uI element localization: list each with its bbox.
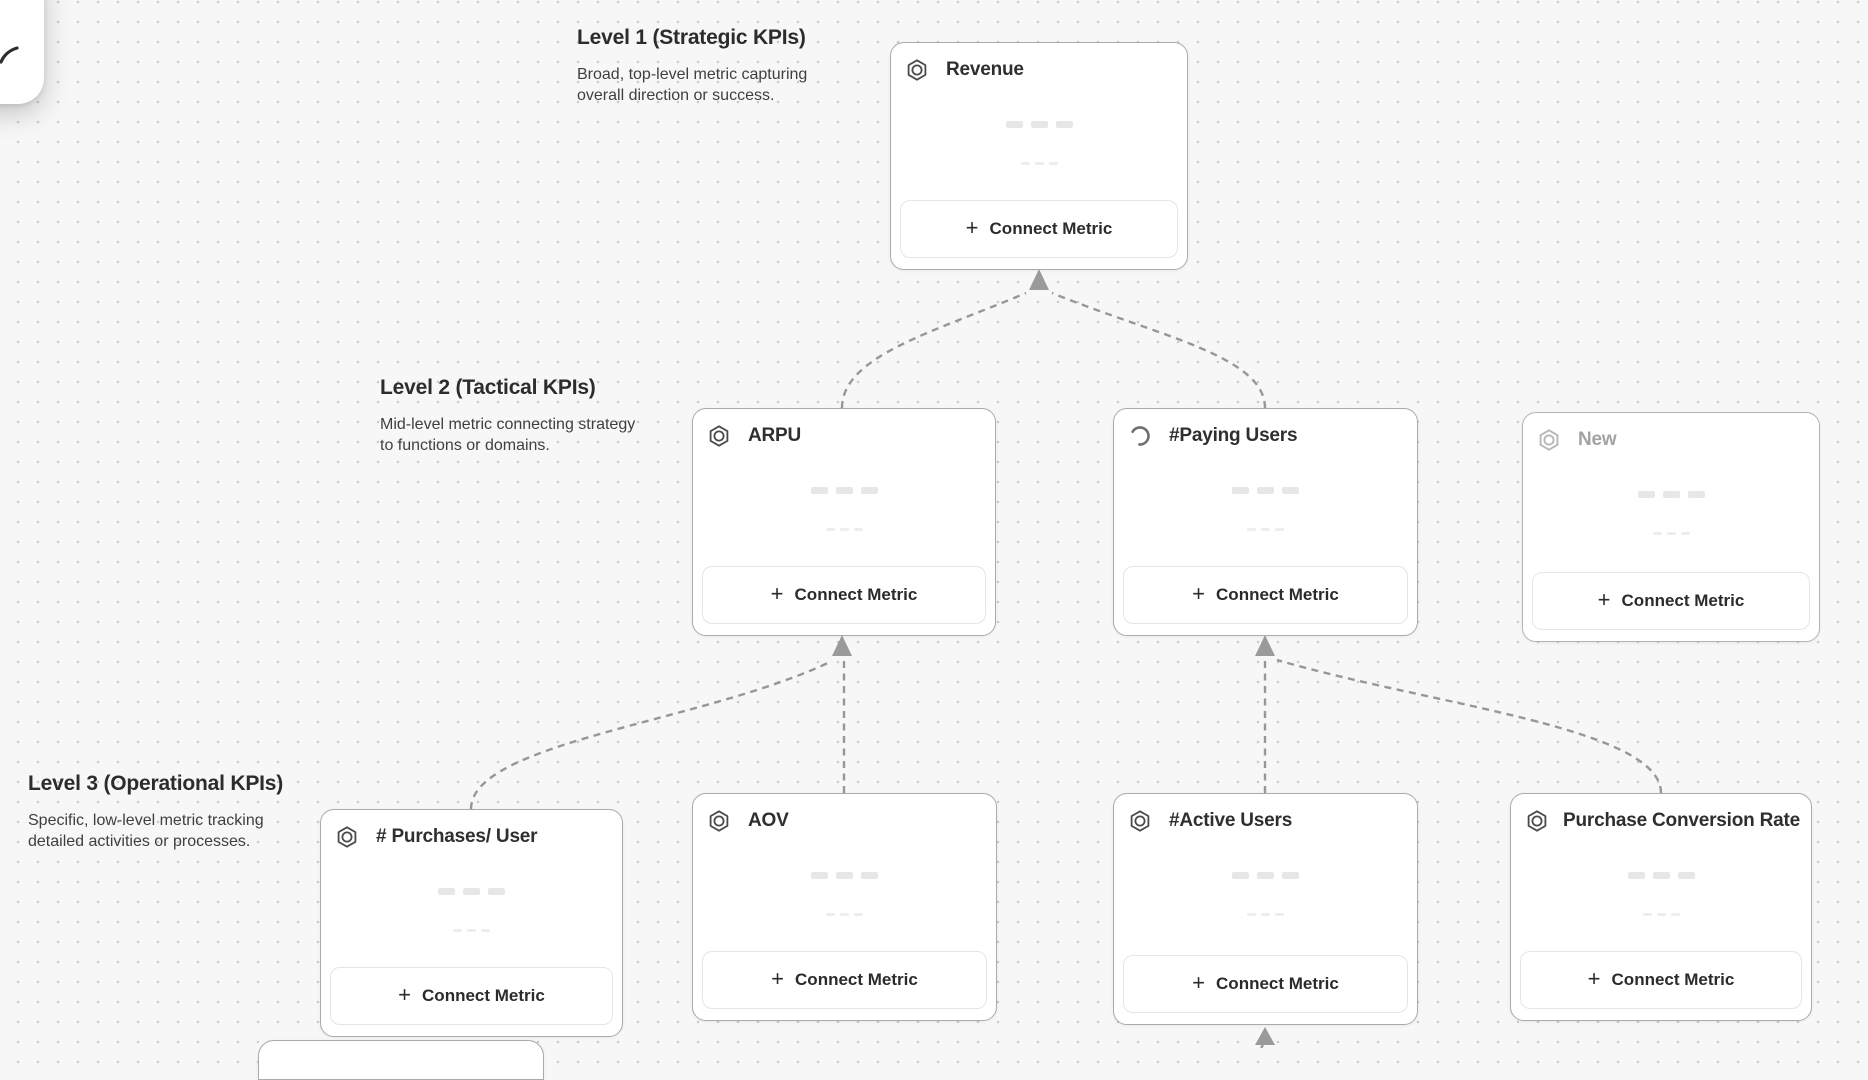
plus-icon: + [1192,970,1206,995]
metric-hexagon-icon [709,810,729,832]
level-1-description: Broad, top-level metric capturing overal… [577,66,808,104]
metric-card-revenue[interactable]: Revenue + Connect Metric [890,42,1188,270]
plus-icon: + [965,215,979,240]
metric-card-purchase-conversion-rate[interactable]: Purchase Conversion Rate + Connect Metri… [1510,793,1812,1021]
metric-card-paying-users[interactable]: #Paying Users + Connect Metric [1113,408,1418,636]
level-1-title: Level 1 (Strategic KPIs) [577,26,806,49]
level-2-description: Mid-level metric connecting strategy to … [380,416,636,454]
connector-purchases-to-arpu [469,659,833,810]
connect-metric-button[interactable]: + Connect Metric [702,566,986,624]
connect-metric-button[interactable]: + Connect Metric [1123,566,1408,624]
connect-metric-label: Connect Metric [1216,974,1339,993]
metric-hexagon-icon [337,826,357,848]
arrowhead-payingusers [1255,635,1275,656]
level-3-title: Level 3 (Operational KPIs) [28,772,284,795]
metric-card-title: #Active Users [1169,810,1293,831]
connect-metric-button[interactable]: + Connect Metric [1123,955,1408,1013]
pen-stroke-icon [0,46,19,64]
metric-card-title: ARPU [748,425,802,446]
plus-icon: + [1597,587,1611,612]
metric-card-title: Revenue [946,59,1024,80]
level-2-title: Level 2 (Tactical KPIs) [380,376,596,399]
connect-metric-label: Connect Metric [1611,970,1735,989]
plus-icon: + [771,966,785,991]
metric-hexagon-icon [1527,810,1547,832]
connect-metric-label: Connect Metric [794,585,918,604]
metric-hexagon-icon [907,59,927,81]
metric-preview-skeleton [1114,872,1417,916]
connect-metric-label: Connect Metric [422,986,545,1005]
metric-preview-skeleton [1511,872,1811,916]
connect-metric-button[interactable]: + Connect Metric [1532,572,1810,630]
connect-metric-label: Connect Metric [1216,585,1339,604]
plus-icon: + [1192,581,1206,606]
connect-metric-button[interactable]: + Connect Metric [702,951,987,1009]
connector-payingusers-to-revenue [1051,291,1267,409]
metric-card-arpu[interactable]: ARPU + Connect Metric [692,408,996,636]
metric-card-partial-bottom[interactable] [258,1040,544,1080]
metric-card-title: AOV [748,810,789,831]
metric-preview-skeleton [1523,491,1819,535]
connect-metric-button[interactable]: + Connect Metric [900,200,1178,258]
metric-preview-skeleton [693,872,996,916]
plus-icon: + [1587,966,1601,991]
metric-hexagon-icon [709,425,729,447]
level-3-label: Level 3 (Operational KPIs) Specific, low… [28,772,286,852]
plus-icon: + [770,581,784,606]
connect-metric-button[interactable]: + Connect Metric [330,967,613,1025]
loading-spinner-icon [1130,426,1150,446]
connect-metric-label: Connect Metric [989,219,1113,238]
level-1-label: Level 1 (Strategic KPIs) Broad, top-leve… [577,26,835,106]
level-2-label: Level 2 (Tactical KPIs) Mid-level metric… [380,376,638,456]
metric-preview-skeleton [1114,487,1417,531]
metric-card-title: # Purchases/ User [376,826,538,847]
metric-preview-skeleton [693,487,995,531]
connect-metric-label: Connect Metric [795,970,918,989]
metric-card-title: New [1578,429,1617,450]
plus-icon: + [398,982,412,1007]
level-3-description: Specific, low-level metric tracking deta… [28,812,264,850]
connector-arpu-to-revenue [840,291,1027,409]
connect-metric-label: Connect Metric [1621,591,1745,610]
connector-conversion-to-payingusers [1276,658,1663,794]
metric-card-new[interactable]: New + Connect Metric [1522,412,1820,642]
metric-preview-skeleton [891,121,1187,165]
arrowhead-activeusers-incoming [1255,1027,1275,1045]
metric-card-purchases-per-user[interactable]: # Purchases/ User + Connect Metric [320,809,623,1037]
metric-card-aov[interactable]: AOV + Connect Metric [692,793,997,1021]
connect-metric-button[interactable]: + Connect Metric [1520,951,1802,1009]
arrowhead-revenue [1029,269,1049,290]
metric-preview-skeleton [321,888,622,932]
metric-hexagon-icon [1539,429,1559,451]
floating-tool-widget[interactable] [0,0,44,104]
metric-card-title: Purchase Conversion Rate [1563,810,1801,831]
metric-hexagon-icon [1130,810,1150,832]
arrowhead-arpu [832,635,852,656]
metric-card-title: #Paying Users [1169,425,1298,446]
metric-card-active-users[interactable]: #Active Users + Connect Metric [1113,793,1418,1025]
